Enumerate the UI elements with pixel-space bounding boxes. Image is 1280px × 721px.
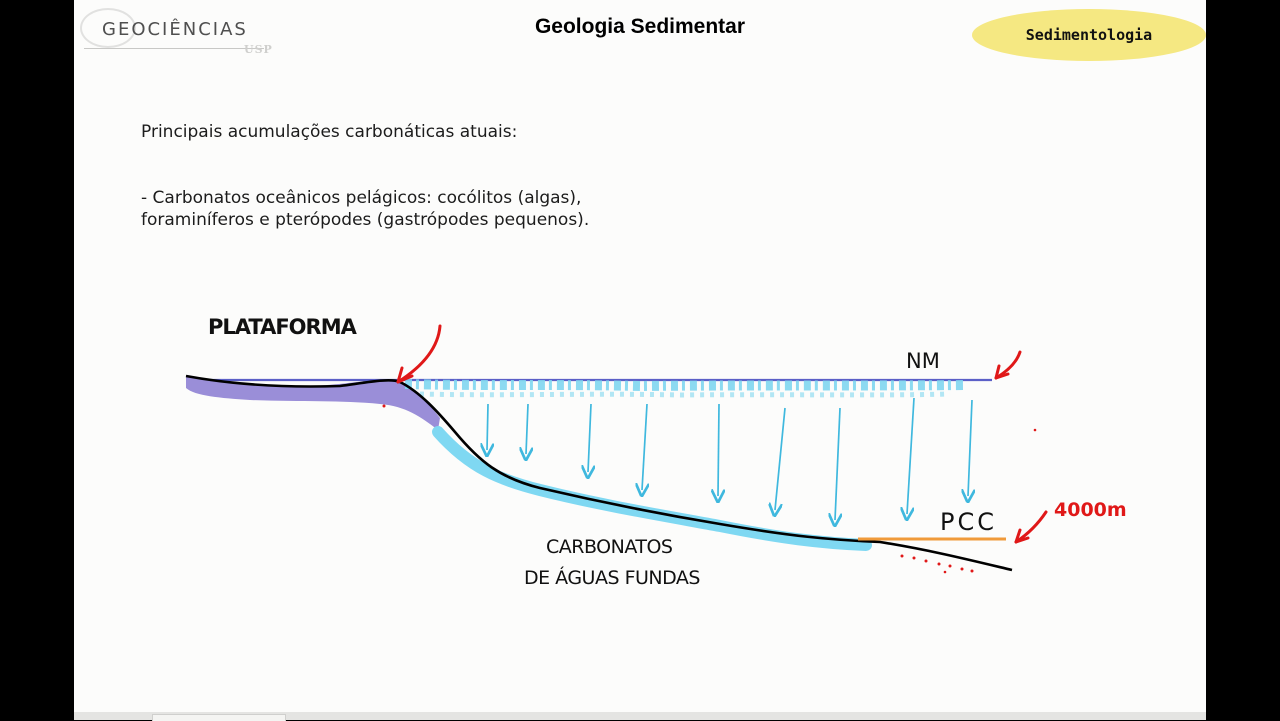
- svg-text:DE ÁGUAS FUNDAS: DE ÁGUAS FUNDAS: [524, 566, 700, 589]
- svg-text:PLATAFORMA: PLATAFORMA: [208, 315, 358, 339]
- slide-title: Geologia Sedimentar: [534, 15, 746, 38]
- sea-level-label: NM: [906, 349, 940, 373]
- bullet-text: - Carbonatos oceânicos pelágicos: cocóli…: [141, 188, 590, 230]
- logo-divider: [84, 48, 264, 49]
- deep-carbonate-layer: [432, 426, 872, 551]
- seafloor-profile: [185, 374, 1013, 572]
- platform-carbonate: [186, 376, 440, 430]
- depth-label: 4000m: [1054, 499, 1127, 521]
- settling-arrows: [487, 397, 972, 520]
- svg-text:CARBONATOS: CARBONATOS: [546, 536, 672, 558]
- bottom-tab[interactable]: [152, 714, 286, 721]
- svg-text:NM: NM: [906, 349, 940, 373]
- annotation-arrows: [396, 324, 1048, 544]
- plankton-layer: [404, 379, 966, 392]
- globe-icon: [80, 8, 136, 48]
- ccd-label: PCC: [940, 508, 997, 536]
- platform-label: PLATAFORMA: [208, 315, 359, 339]
- logo-text: GEOCIÊNCIAS: [102, 19, 248, 40]
- svg-text:4000m: 4000m: [1054, 499, 1127, 521]
- geociencias-logo: GEOCIÊNCIAS USP: [80, 6, 276, 56]
- dissolution-dots: [382, 404, 1037, 574]
- logo-usp: USP: [244, 43, 273, 56]
- svg-text:PCC: PCC: [940, 508, 997, 536]
- deep-carbonate-label: CARBONATOS DE ÁGUAS FUNDAS: [524, 536, 700, 589]
- bottom-toolbar: [74, 712, 1206, 720]
- topic-badge: Sedimentologia: [972, 9, 1206, 61]
- intro-text: Principais acumulações carbonáticas atua…: [141, 122, 518, 142]
